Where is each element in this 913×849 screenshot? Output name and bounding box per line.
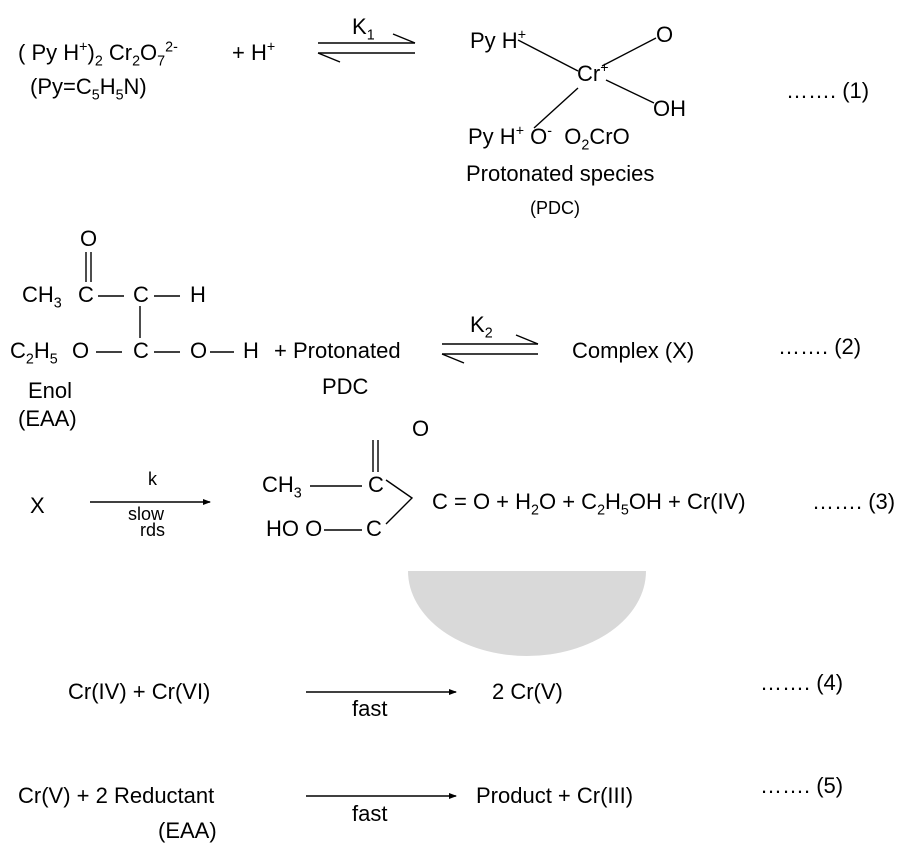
eq4-right: 2 Cr(V): [492, 679, 563, 704]
eq4-number: ……. (4): [760, 670, 844, 695]
eq3-k: k: [148, 469, 157, 489]
eq5-right: Product + Cr(III): [476, 783, 634, 808]
eq1-number: ……. (1): [786, 78, 870, 103]
eq3-rds: rds: [140, 520, 166, 540]
eq2-enol: Enol: [28, 378, 73, 403]
eq1-k1-label: K1: [352, 14, 375, 44]
eq5-left: Cr(V) + 2 Reductant: [18, 783, 215, 808]
eq3-ch3: CH3: [262, 472, 302, 502]
eq5-over: fast: [352, 801, 388, 826]
eq1-prod-oh: OH: [653, 96, 686, 121]
eq2-o-mid: O: [72, 338, 90, 363]
eq1-prod-pyh-top: Py H+: [470, 27, 527, 53]
eq2-c2: C: [133, 282, 149, 307]
eq2-enol-bonds: [85, 252, 234, 353]
eq3-c-top: C: [368, 472, 384, 497]
eq4-over: fast: [352, 696, 388, 721]
watermark-shape: [408, 571, 646, 656]
eq2-h1: H: [190, 282, 206, 307]
eq1-plus-h: + H+: [232, 39, 276, 65]
eq2-product: Complex (X): [572, 338, 695, 363]
eq2-equilibrium-arrow: [441, 334, 539, 364]
eq1-py-definition: (Py=C5H5N): [30, 74, 147, 104]
eq5-number: ……. (5): [760, 773, 844, 798]
eq3-products: C = O + H2O + C2H5OH + Cr(IV): [432, 489, 746, 519]
eq3-ring-bonds: [310, 440, 414, 531]
eq2-o-top: O: [80, 226, 98, 251]
eq2-c1: C: [78, 282, 94, 307]
eq1-pdc-label: (PDC): [530, 198, 580, 218]
eq1-product-bonds: [517, 37, 657, 129]
eq2-k2-label: K2: [470, 312, 493, 342]
eq1-prod-o-top: O: [656, 22, 674, 47]
eq3-o-top: O: [412, 416, 430, 441]
eq2-number: ……. (2): [778, 334, 862, 359]
eq1-prod-cr: Cr+: [577, 60, 609, 86]
eq5-left-sub: (EAA): [158, 818, 217, 843]
eq2-plus-protonated: + Protonated: [274, 338, 401, 363]
eq1-reactant: ( Py H+)2 Cr2O72-: [18, 39, 178, 70]
eq2-ch3: CH3: [22, 282, 62, 312]
eq1-species-label: Protonated species: [466, 161, 655, 186]
eq3-c-bottom: C: [366, 516, 382, 541]
eq2-c2h5: C2H5: [10, 338, 58, 368]
eq3-x: X: [30, 493, 45, 518]
eq1-equilibrium-arrow: [317, 33, 416, 63]
eq4-left: Cr(IV) + Cr(VI): [68, 679, 211, 704]
eq2-o-right: O: [190, 338, 208, 363]
eq3-slow: slow: [128, 504, 165, 524]
eq3-number: ……. (3): [812, 489, 896, 514]
eq2-h2: H: [243, 338, 259, 363]
eq2-pdc: PDC: [322, 374, 369, 399]
eq2-eaa: (EAA): [18, 406, 77, 431]
eq2-c3: C: [133, 338, 149, 363]
eq3-ho-o: HO O: [266, 516, 323, 541]
eq1-prod-bottom: Py H+ O- O2CrO: [468, 123, 630, 154]
